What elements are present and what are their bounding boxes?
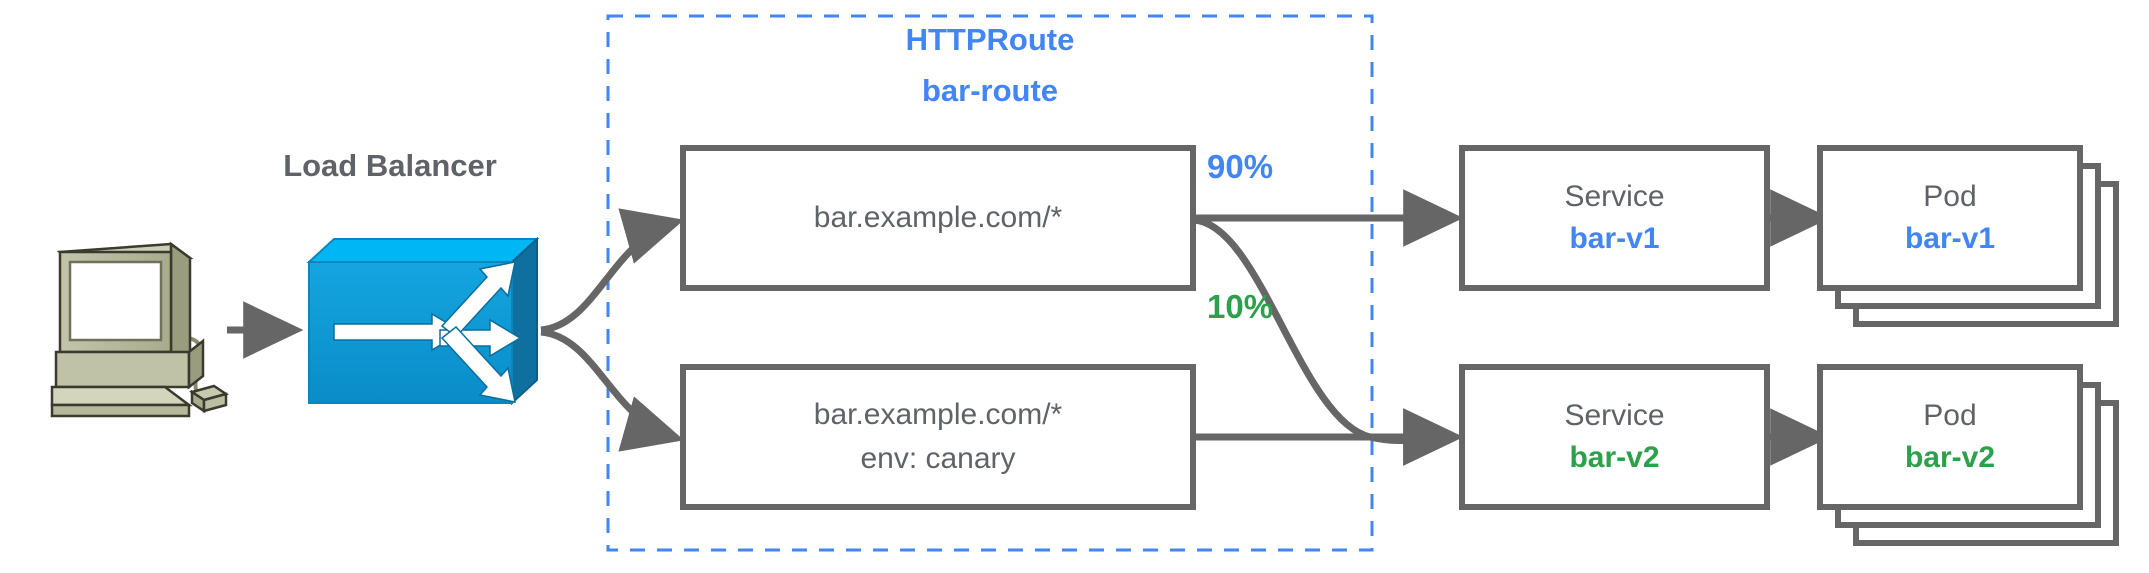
httproute-group-border (606, 14, 1374, 552)
rule-box-1[interactable] (680, 145, 1196, 291)
edge-lb-to-rule-2 (540, 328, 685, 452)
service-box-bar-v1[interactable] (1459, 145, 1770, 291)
edge-rule1-to-service-v2-10 (1192, 216, 1464, 466)
pod-stack-bar-v2[interactable] (1817, 364, 2119, 546)
edge-lb-to-rule-1 (540, 208, 685, 334)
pod-stack-bar-v1[interactable] (1817, 145, 2119, 327)
load-balancer-switch-icon (306, 236, 540, 406)
workstation-icon (50, 241, 229, 418)
service-box-bar-v2[interactable] (1459, 364, 1770, 510)
rule-box-2[interactable] (680, 364, 1196, 510)
